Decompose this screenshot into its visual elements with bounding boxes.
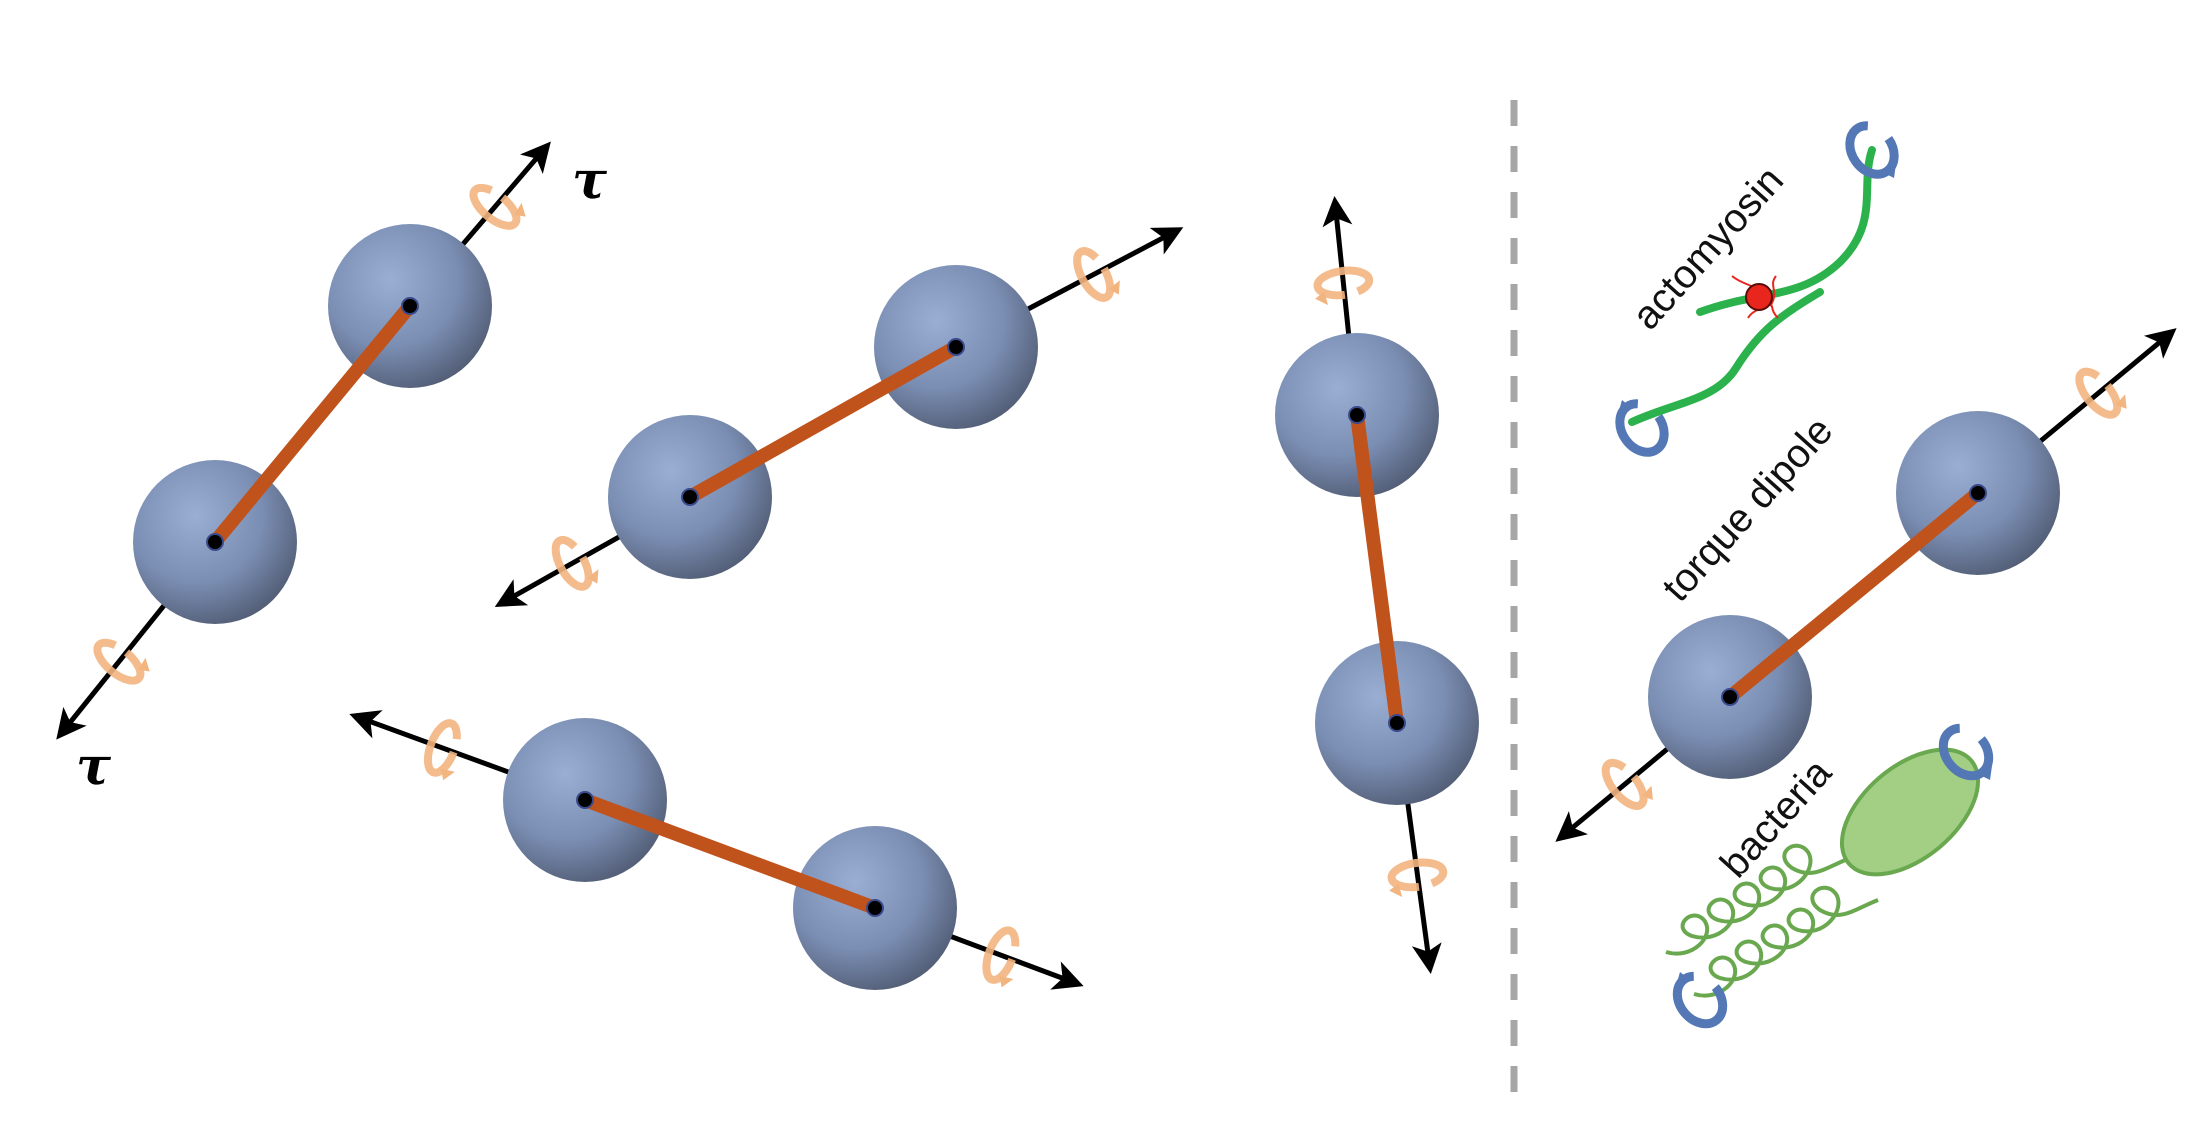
sphere-center-3-2 bbox=[866, 899, 884, 917]
rotation-icon-3-a bbox=[423, 719, 461, 781]
sphere-center-1-2 bbox=[401, 297, 419, 315]
rod-1 bbox=[208, 299, 417, 549]
rotation-icon-2-b bbox=[1073, 247, 1120, 302]
rotation-icon-4-b bbox=[1387, 858, 1448, 898]
sphere-center-5-2 bbox=[1969, 484, 1987, 502]
actomyosin-illustration: actomyosin bbox=[1615, 121, 1899, 457]
sphere-center-2-2 bbox=[947, 338, 965, 356]
rod-4 bbox=[1350, 408, 1404, 730]
dumbbell-group bbox=[56, 141, 2177, 990]
dumbbell-2 bbox=[494, 227, 1184, 607]
helical-flagellum-icon bbox=[1665, 843, 1879, 998]
rod-5 bbox=[1723, 486, 1985, 704]
myosin-motor-icon bbox=[1731, 275, 1779, 319]
sphere-center-1-1 bbox=[206, 533, 224, 551]
rotation-icon-5-b bbox=[2075, 367, 2127, 419]
rotation-icon-bacteria-top bbox=[1938, 723, 1994, 781]
rotation-icon-bacteria-bottom bbox=[1672, 971, 1728, 1029]
dumbbell-5 bbox=[1555, 328, 2177, 842]
sphere-center-4-1 bbox=[1348, 406, 1366, 424]
sphere-center-4-2 bbox=[1388, 714, 1406, 732]
torque-dipole-label: torque dipole bbox=[1654, 409, 1841, 610]
bacteria-body bbox=[1839, 747, 1981, 877]
tau-label-bottom: τ bbox=[76, 736, 112, 797]
rotation-icon-actomyosin-top bbox=[1845, 121, 1899, 179]
sphere-center-3-1 bbox=[576, 791, 594, 809]
sphere-center-2-1 bbox=[681, 488, 699, 506]
dumbbell-3 bbox=[349, 710, 1084, 990]
rotation-icon-3-b bbox=[982, 926, 1020, 988]
tau-label-top: τ bbox=[572, 150, 608, 211]
rotation-icon-4-a bbox=[1313, 266, 1374, 306]
dumbbell-1 bbox=[56, 141, 551, 740]
rotation-icon-actomyosin-bottom bbox=[1615, 399, 1669, 457]
sphere-center-5-1 bbox=[1721, 688, 1739, 706]
actin-filament-lower bbox=[1628, 288, 1824, 426]
rod-2 bbox=[683, 340, 963, 504]
dumbbell-4 bbox=[1275, 196, 1479, 974]
rod-3 bbox=[578, 793, 882, 915]
